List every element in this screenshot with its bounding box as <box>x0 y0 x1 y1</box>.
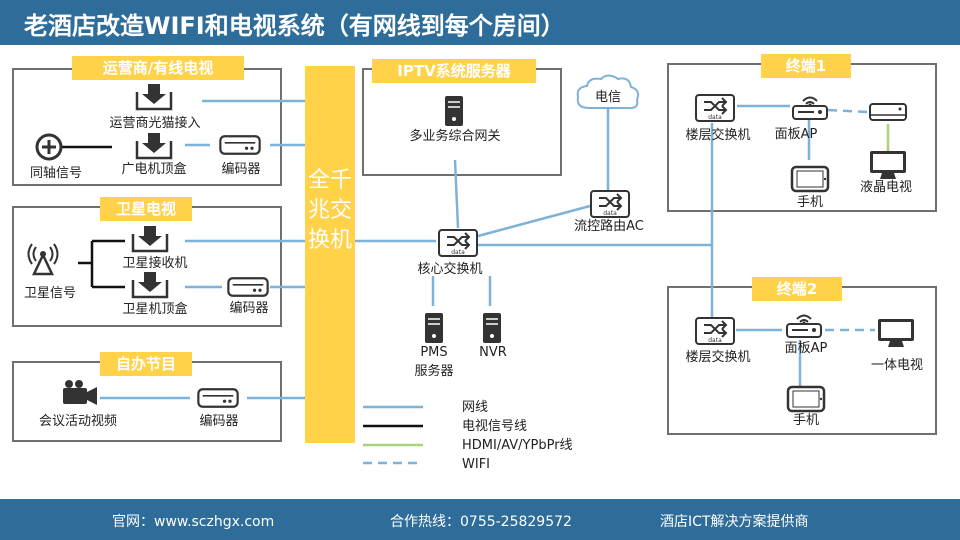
footer-hotline: 合作热线：0755-25829572 <box>390 514 572 530</box>
legend-label-cable: 网线 <box>462 400 489 415</box>
optical-modem-label: 运营商光猫接入 <box>109 116 201 131</box>
gateway-label: 多业务综合网关 <box>409 129 501 144</box>
operator-encoder-label: 编码器 <box>221 162 261 177</box>
terminal1-phone-label: 手机 <box>796 195 824 210</box>
gateway-server-icon <box>444 95 464 127</box>
panel-ap-icon <box>784 310 824 340</box>
optical-modem-icon <box>134 82 174 112</box>
tv-icon <box>876 317 916 349</box>
core-switch-label: 核心交换机 <box>417 262 483 277</box>
flow-router-icon <box>590 190 630 218</box>
pms-label-line1: PMS <box>420 345 448 360</box>
selfmade-encoder-label: 编码器 <box>199 414 239 429</box>
terminal1-lcd-tv-label: 液晶电视 <box>859 180 913 195</box>
operator-section <box>12 68 282 186</box>
terminal2-floor-switch-label: 楼层交换机 <box>685 350 751 365</box>
encoder-icon <box>196 386 240 410</box>
header-bar: 老酒店改造WIFI和电视系统（有网线到每个房间） <box>0 0 960 45</box>
terminal1-floor-switch-label: 楼层交换机 <box>685 128 751 143</box>
satellite-receiver-label: 卫星接收机 <box>122 256 188 271</box>
satellite-stb-icon <box>130 270 170 300</box>
satellite-tag: 卫星电视 <box>100 197 192 221</box>
set-top-box-icon <box>868 100 908 124</box>
cable-stb-label: 广电机顶盒 <box>121 162 187 177</box>
floor-switch-icon <box>695 94 735 122</box>
nvr-label: NVR <box>479 345 507 360</box>
legend-label-wifi: WIFI <box>462 457 490 472</box>
satellite-stb-label: 卫星机顶盒 <box>122 302 188 317</box>
selfmade-tag: 自办节目 <box>100 352 192 376</box>
satellite-encoder-label: 编码器 <box>229 301 269 316</box>
terminal1-tag: 终端1 <box>761 54 851 78</box>
panel-ap-icon <box>790 92 830 122</box>
flow-router-label: 流控路由AC <box>574 219 644 234</box>
satellite-dish-icon <box>26 242 60 276</box>
satellite-receiver-icon <box>130 224 170 254</box>
legend-label-tv-signal: 电视信号线 <box>462 419 528 434</box>
pms-server-icon <box>424 312 444 344</box>
gigabit-switch-bar: 全千兆交换机 <box>305 66 355 443</box>
pms-label-line2: 服务器 <box>414 364 454 379</box>
terminal2-phone-label: 手机 <box>792 413 820 428</box>
backbone-label: 全千兆交换机 <box>307 168 352 253</box>
terminal2-tag: 终端2 <box>752 277 842 301</box>
meeting-video-label: 会议活动视频 <box>38 414 118 429</box>
coax-icon <box>34 132 64 162</box>
encoder-icon <box>226 275 270 299</box>
lcd-tv-icon <box>868 149 908 181</box>
terminal2-panel-ap-label: 面板AP <box>784 341 828 356</box>
legend-label-hdmi: HDMI/AV/YPbPr线 <box>462 438 573 453</box>
footer-slogan: 酒店ICT解决方案提供商 <box>660 514 809 530</box>
operator-tag: 运营商/有线电视 <box>72 56 244 80</box>
footer-bar: 官网：www.sczhgx.com 合作热线：0755-25829572 酒店I… <box>0 499 960 540</box>
nvr-server-icon <box>482 312 502 344</box>
page-title: 老酒店改造WIFI和电视系统（有网线到每个房间） <box>24 12 565 40</box>
core-switch-icon <box>438 229 478 257</box>
cable-stb-icon <box>134 131 174 161</box>
terminal1-panel-ap-label: 面板AP <box>774 127 818 142</box>
coax-signal-label: 同轴信号 <box>29 166 83 181</box>
encoder-icon <box>218 133 262 157</box>
satellite-signal-label: 卫星信号 <box>23 286 77 301</box>
terminal2-tv-label: 一体电视 <box>870 358 924 373</box>
video-camera-icon <box>60 378 100 408</box>
footer-website: 官网：www.sczhgx.com <box>112 514 275 530</box>
iptv-tag: IPTV系统服务器 <box>372 59 536 83</box>
phone-icon <box>790 165 830 193</box>
phone-icon <box>786 385 826 413</box>
telecom-label: 电信 <box>594 90 622 105</box>
floor-switch-icon <box>695 317 735 345</box>
